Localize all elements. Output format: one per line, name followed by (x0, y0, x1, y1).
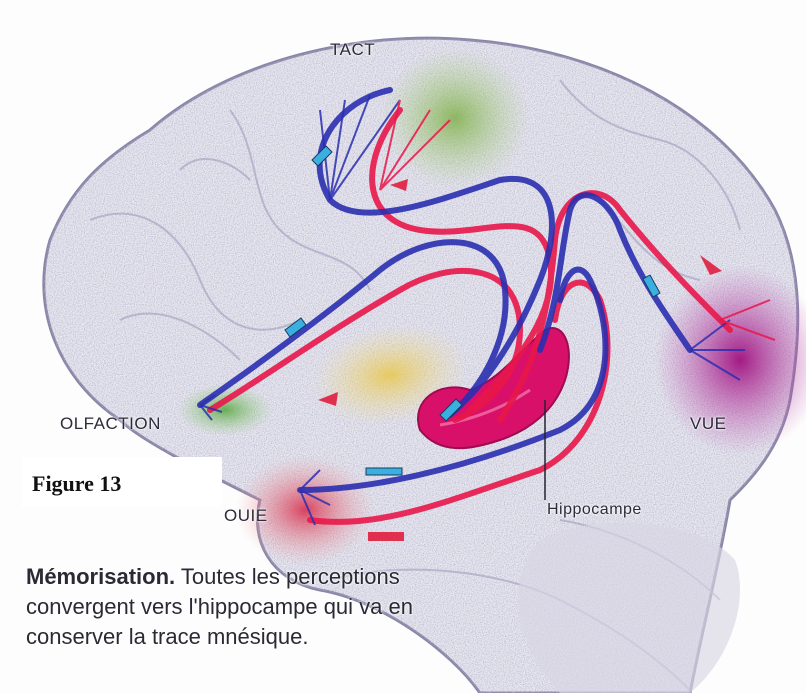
label-tact: TACT (330, 40, 375, 60)
arrow-red-ouie (368, 532, 404, 541)
figure-label: Figure 13 (32, 471, 121, 497)
arrow-cyan-ouie (366, 468, 402, 475)
label-ouie: OUIE (224, 506, 268, 526)
figure-label-box: Figure 13 (22, 457, 222, 507)
label-hippocampe: Hippocampe (547, 501, 642, 519)
olfaction-area (177, 384, 273, 436)
label-vue: VUE (690, 414, 726, 434)
label-olfaction: OLFACTION (60, 414, 161, 434)
cerebellum (518, 523, 740, 693)
caption-title: Mémorisation. (26, 564, 175, 589)
caption: Mémorisation. Toutes les perceptions con… (26, 562, 416, 652)
